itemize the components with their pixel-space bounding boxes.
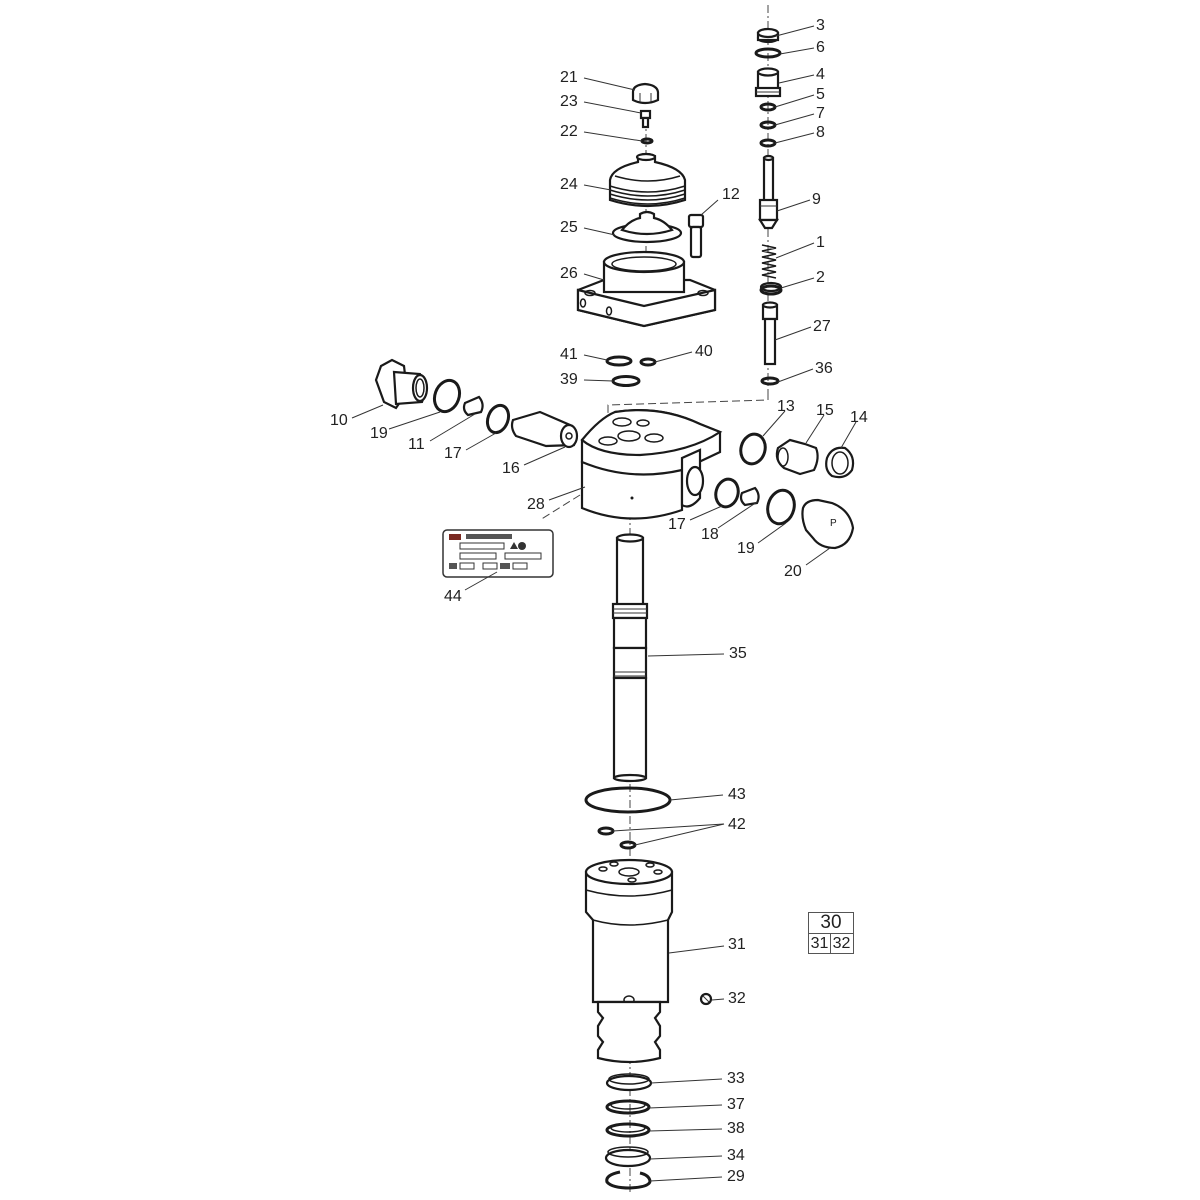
part-6-oring — [754, 47, 782, 59]
callout-32: 32 — [728, 990, 746, 1007]
part-16-cartridge — [510, 410, 579, 449]
callout-4: 4 — [816, 66, 825, 83]
part-37-ring — [605, 1099, 651, 1115]
callout-26: 26 — [560, 265, 578, 282]
callout-33: 33 — [727, 1070, 745, 1087]
part-3-cap — [756, 27, 780, 44]
kit-table: 30 31 32 — [808, 912, 854, 954]
part-19-oring-right — [766, 488, 796, 526]
callout-41: 41 — [560, 346, 578, 363]
callout-27: 27 — [813, 318, 831, 335]
part-4-bushing — [754, 67, 782, 98]
callout-9: 9 — [812, 191, 821, 208]
part-41-oring — [605, 355, 633, 367]
callout-10: 10 — [330, 412, 348, 429]
callout-29: 29 — [727, 1168, 745, 1185]
part-40-oring — [639, 357, 657, 367]
part-31-cylinder — [584, 858, 674, 1064]
callout-35: 35 — [729, 645, 747, 662]
callout-12: 12 — [722, 186, 740, 203]
part-9-valve-pin — [758, 154, 779, 230]
callout-44: 44 — [444, 588, 462, 605]
callout-34: 34 — [727, 1147, 745, 1164]
part-13-oring — [739, 432, 767, 466]
part-28-pump-housing — [580, 409, 723, 520]
part-8-washer — [759, 138, 777, 148]
svg-text:P: P — [830, 518, 837, 529]
callout-31: 31 — [728, 936, 746, 953]
callout-23: 23 — [560, 93, 578, 110]
callout-21: 21 — [560, 69, 578, 86]
part-18-insert — [739, 486, 760, 507]
callout-39: 39 — [560, 371, 578, 388]
callout-18: 18 — [701, 526, 719, 543]
callout-42: 42 — [728, 816, 746, 833]
callout-28: 28 — [527, 496, 545, 513]
part-34-ring — [604, 1146, 652, 1168]
callout-6: 6 — [816, 39, 825, 56]
part-26-base — [576, 250, 717, 328]
kit-table-row: 31 32 — [809, 934, 853, 953]
callout-11: 11 — [408, 436, 425, 453]
callout-36: 36 — [815, 360, 833, 377]
callout-40: 40 — [695, 343, 713, 360]
callout-13: 13 — [777, 398, 795, 415]
part-15-nipple — [775, 438, 819, 476]
part-17-oring-left — [485, 403, 511, 435]
part-42-oring-b — [619, 840, 637, 850]
callout-2: 2 — [816, 269, 825, 286]
kit-table-cell: 32 — [830, 934, 852, 953]
part-36-washer — [760, 376, 780, 386]
part-20-plug: P — [801, 498, 855, 550]
callout-43: 43 — [728, 786, 746, 803]
part-25-diaphragm — [611, 210, 683, 244]
callout-19-right: 19 — [737, 540, 755, 557]
callout-24: 24 — [560, 176, 578, 193]
kit-table-cell: 31 — [810, 935, 829, 952]
part-14-cap — [825, 446, 855, 479]
callout-17-left: 17 — [444, 445, 462, 462]
callout-38: 38 — [727, 1120, 745, 1137]
part-24-cover — [608, 152, 687, 208]
callout-14: 14 — [850, 409, 868, 426]
part-27-screw — [761, 301, 779, 366]
callout-8: 8 — [816, 124, 825, 141]
part-33-ring — [605, 1073, 653, 1092]
part-42-oring-a — [597, 826, 615, 836]
part-10-plug-fitting — [374, 358, 429, 410]
callout-15: 15 — [816, 402, 834, 419]
part-22-washer — [640, 137, 654, 145]
part-17-oring-right — [714, 477, 740, 509]
callout-25: 25 — [560, 219, 578, 236]
part-29-circlip — [605, 1170, 652, 1190]
callout-1: 1 — [816, 234, 825, 251]
part-44-nameplate — [442, 529, 554, 578]
callout-20: 20 — [784, 563, 802, 580]
part-23-pin — [639, 109, 652, 129]
part-19-oring-left — [432, 378, 462, 414]
part-2-ring — [759, 281, 783, 296]
part-12-bolt — [687, 213, 705, 259]
callout-16: 16 — [502, 460, 520, 477]
part-1-spring — [761, 244, 777, 279]
leader-lines — [351, 25, 857, 1182]
callout-3: 3 — [816, 17, 825, 34]
part-32-screw — [699, 992, 713, 1006]
kit-table-header: 30 — [809, 913, 853, 934]
part-21-knob — [631, 82, 660, 105]
callout-17-right: 17 — [668, 516, 686, 533]
part-11-insert — [462, 395, 484, 417]
part-35-piston — [611, 533, 649, 783]
part-43-oring — [584, 786, 672, 814]
callout-22: 22 — [560, 123, 578, 140]
callout-5: 5 — [816, 86, 825, 103]
callout-19-left: 19 — [370, 425, 388, 442]
callout-37: 37 — [727, 1096, 745, 1113]
part-38-ring — [605, 1122, 651, 1138]
part-39-oring — [611, 375, 641, 387]
callout-7: 7 — [816, 105, 825, 122]
